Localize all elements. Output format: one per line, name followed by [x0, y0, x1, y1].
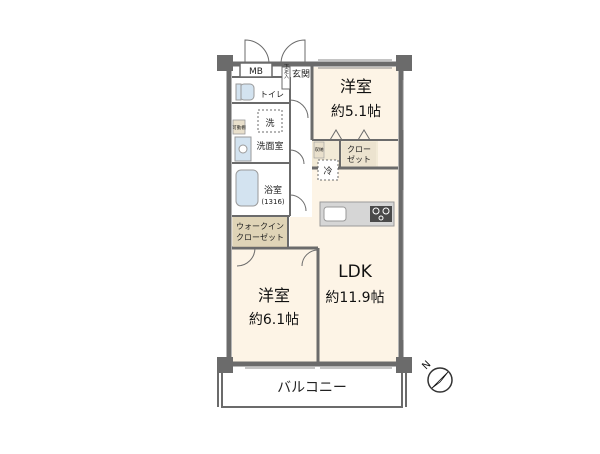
mb-label: MB	[249, 67, 263, 77]
entrance-area: 下足入 玄関	[281, 64, 310, 90]
bathroom-size: (1316)	[261, 198, 285, 206]
fridge-label: 冷	[323, 165, 332, 177]
wic-label-line2: クローゼット	[236, 232, 284, 242]
entrance-label: 玄関	[292, 68, 310, 80]
kitchen-sink-icon	[323, 206, 347, 222]
western-room-2-name: 洋室	[258, 286, 290, 305]
columns	[217, 55, 412, 373]
washroom-label: 洗面室	[256, 140, 283, 152]
western-room-1-name: 洋室	[340, 77, 372, 96]
balcony: バルコニー	[217, 364, 407, 408]
western-room-2-floor	[232, 248, 318, 362]
outer-wall	[226, 61, 404, 367]
balcony-outline	[221, 364, 403, 408]
entrance-doors	[244, 39, 306, 65]
bathtub-icon	[235, 169, 259, 207]
toilet-icon	[239, 83, 255, 101]
compass: N	[420, 359, 453, 393]
fridge: 冷	[317, 159, 339, 181]
toilet-label: トイレ	[260, 90, 284, 99]
stove-icon	[370, 206, 392, 222]
bathroom-label: 浴室	[264, 184, 282, 196]
washer-label: 洗	[265, 117, 274, 129]
western-room-1-size: 約5.1帖	[331, 104, 381, 120]
storage-label: 可動棚	[232, 124, 246, 131]
room-labels: 洋室 約5.1帖 LDK 約11.9帖 洋室 約6.1帖	[249, 77, 385, 328]
washroom: 可動棚 洗 洗面室	[232, 109, 284, 162]
compass-north-label: N	[420, 359, 433, 372]
walls	[226, 61, 404, 367]
closet-label-line2: ゼット	[347, 154, 371, 164]
washer-space	[257, 109, 283, 133]
toilet-room: トイレ	[235, 83, 284, 101]
western-room-2-size: 約6.1帖	[249, 312, 299, 328]
balcony-label: バルコニー	[277, 380, 347, 396]
interior-doors	[236, 99, 319, 267]
windows	[245, 59, 404, 369]
walk-in-closet: ウォークイン クローゼット	[233, 217, 287, 247]
wic-label-line1: ウォークイン	[236, 222, 284, 231]
ldk-name: LDK	[338, 262, 373, 282]
bathroom: 浴室 (1316)	[235, 169, 285, 207]
mb-box: MB	[239, 62, 273, 78]
shoe-box-label: 下足入	[283, 64, 289, 79]
closet: クロー ゼット 収納	[313, 129, 376, 166]
kitchen-counter	[319, 201, 395, 227]
shelf-label: 収納	[315, 146, 324, 153]
ldk-size: 約11.9帖	[325, 290, 384, 306]
closet-label-line1: クロー	[347, 145, 371, 154]
